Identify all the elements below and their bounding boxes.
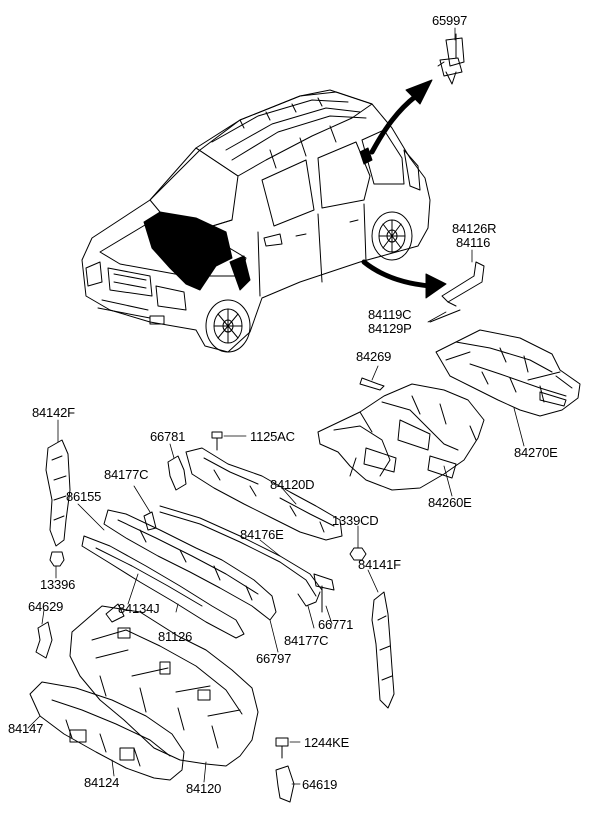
strip-84269-part (359, 377, 385, 391)
label-84177c-top: 84177C (104, 467, 149, 482)
bolt-1244ke-part (275, 737, 289, 759)
label-84270e: 84270E (514, 445, 558, 460)
label-13396: 13396 (40, 577, 76, 592)
leader-lines (27, 27, 525, 785)
insulator-84142f-part (45, 439, 71, 547)
label-84120d: 84120D (270, 477, 315, 492)
label-1244ke: 1244KE (304, 735, 350, 750)
label-84260e: 84260E (428, 495, 472, 510)
front-floor-covering-part (317, 383, 485, 491)
bolt-1125ac-part (211, 431, 223, 451)
label-84147: 84147 (8, 721, 44, 736)
panel-84134j-part (103, 509, 277, 621)
label-84129p: 84129P (368, 321, 412, 336)
label-84116: 84116 (456, 235, 491, 250)
label-86155: 86155 (66, 489, 102, 504)
bracket-64619-part (275, 765, 295, 803)
label-84176e: 84176E (240, 527, 284, 542)
rear-floor-covering-part (435, 329, 581, 417)
label-66771: 66771 (318, 617, 354, 632)
vehicle-illustration (81, 89, 431, 353)
label-84142f: 84142F (32, 405, 75, 420)
label-1125ac: 1125AC (250, 429, 295, 444)
label-84141f: 84141F (358, 557, 401, 572)
panel-84124-part (29, 681, 185, 781)
label-66797: 66797 (256, 651, 292, 666)
label-66781: 66781 (150, 429, 186, 444)
label-84119c: 84119C (368, 307, 412, 322)
trim-84176e-part (159, 505, 323, 607)
label-84124: 84124 (84, 775, 120, 790)
dash-insulator-84120-part (69, 603, 259, 767)
bracket-64629-part (35, 621, 53, 659)
label-84269: 84269 (356, 349, 392, 364)
nut-1339cd-part (349, 547, 367, 561)
nut-13396-part (49, 551, 65, 567)
label-84120: 84120 (186, 781, 222, 796)
insulator-84120d-part (185, 447, 343, 541)
pad-84126r-part (441, 261, 485, 303)
clip-66781-part (167, 455, 187, 491)
label-81126: 81126 (158, 629, 193, 644)
label-64629: 64629 (28, 599, 64, 614)
label-1339cd: 1339CD (332, 513, 379, 528)
clip-65997-part (437, 33, 465, 85)
insulator-84141f-part (371, 591, 395, 709)
label-84177c-bottom: 84177C (284, 633, 329, 648)
label-84134j: 84134J (118, 601, 160, 616)
panel-86155-part (81, 535, 245, 639)
label-84126r: 84126R (452, 221, 497, 236)
label-64619: 64619 (302, 777, 338, 792)
label-65997: 65997 (432, 13, 468, 28)
clip-66771-part (313, 573, 335, 591)
